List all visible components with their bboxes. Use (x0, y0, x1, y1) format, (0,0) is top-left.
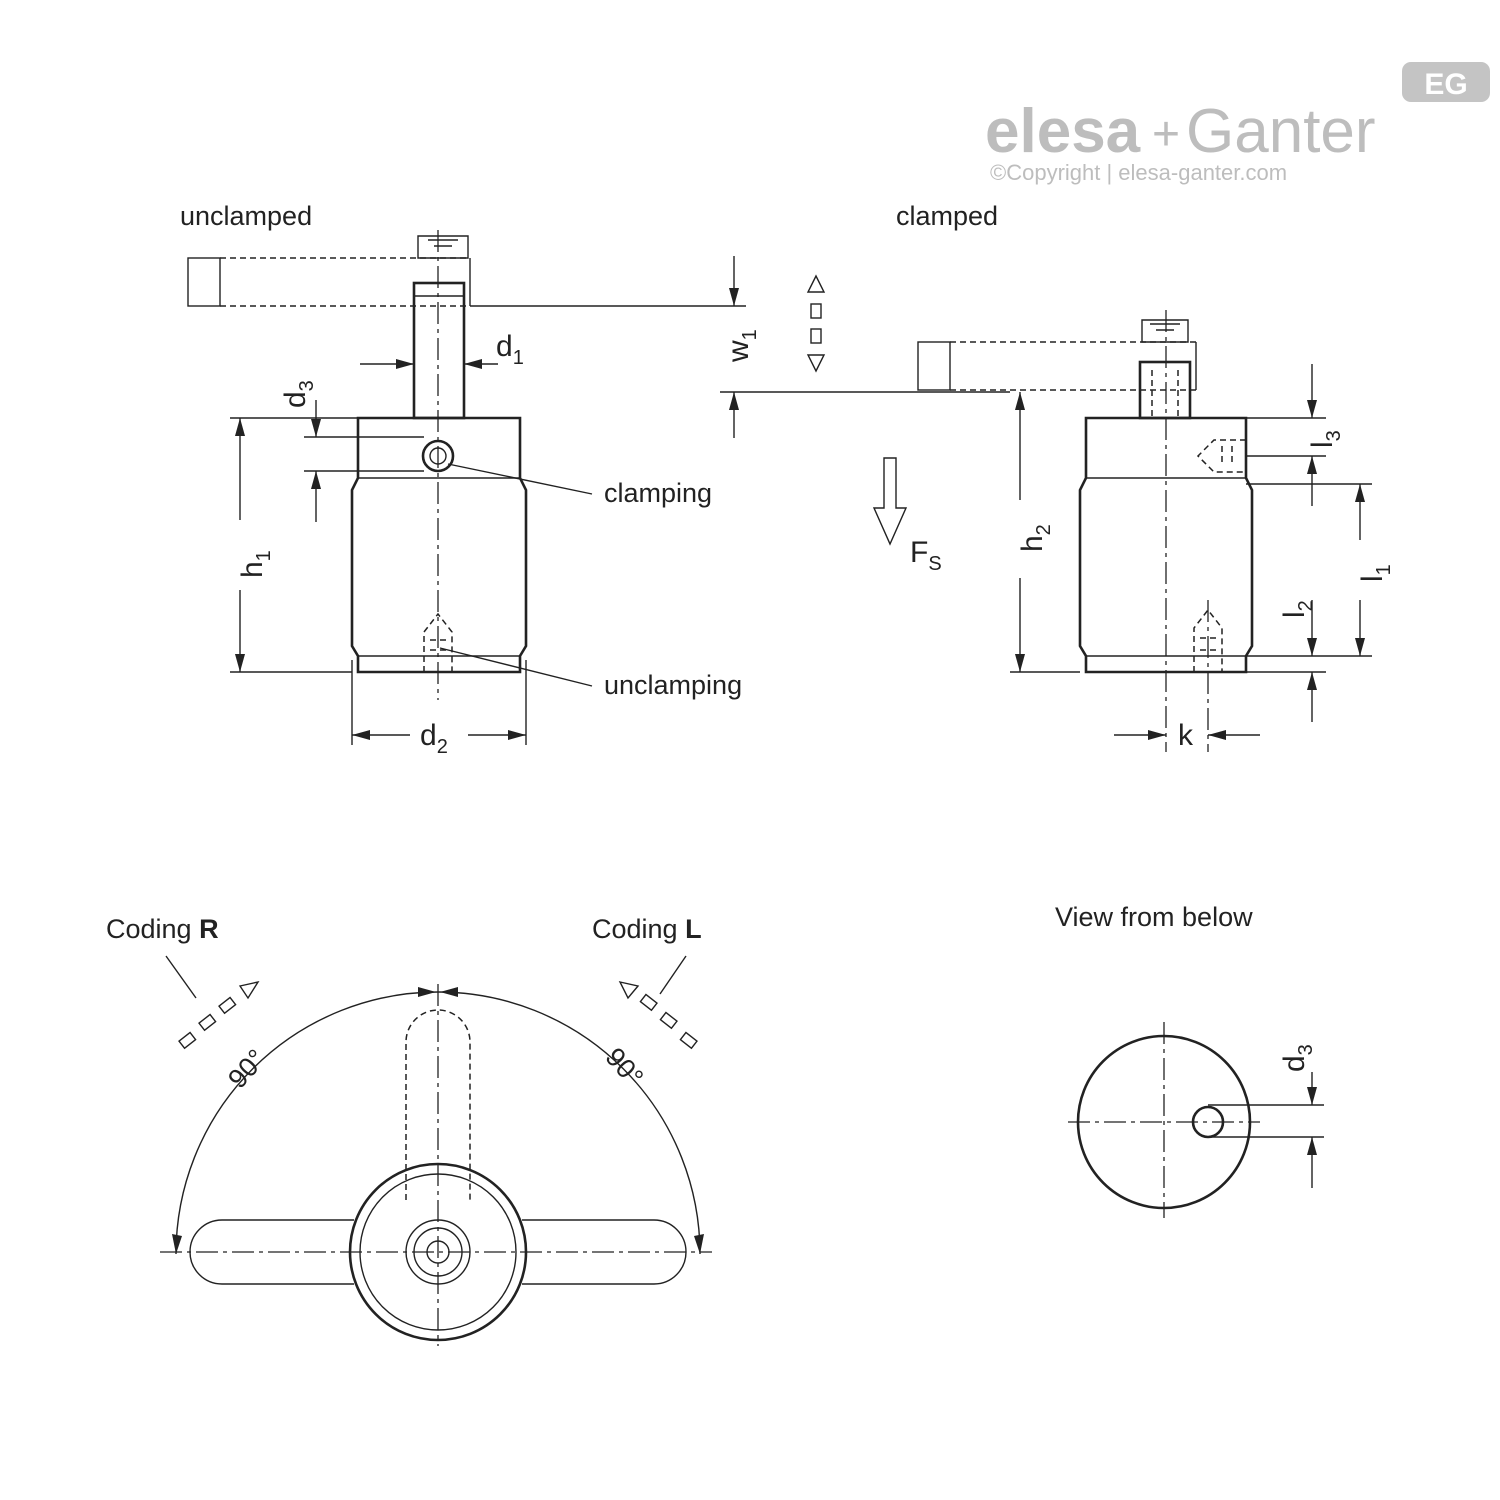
angle-label-right: 90° (600, 1042, 650, 1092)
dim-fs: FS (910, 536, 942, 575)
clamped-clamping-port (1196, 439, 1246, 473)
dim-l2: l2 (1278, 600, 1317, 618)
brand-plus: + (1152, 108, 1180, 161)
callout-unclamping: unclamping (604, 670, 742, 700)
top-view: Coding R Coding L 90° 90° (106, 914, 712, 1346)
force-arrow-icon (872, 457, 908, 546)
callout-clamping: clamping (604, 478, 712, 508)
clamped-lever-tip (917, 341, 951, 391)
stroke-dimension: w1 FS (470, 256, 1010, 575)
coding-r-indicator (178, 980, 260, 1050)
clamped-label: clamped (896, 201, 998, 231)
angle-label-left: 90° (222, 1044, 272, 1094)
clamped-unclamping-port (1193, 608, 1223, 672)
bottom-view: View from below d3 (1055, 902, 1324, 1218)
dim-d3-side: d3 (279, 380, 318, 408)
dim-l1: l1 (1356, 564, 1395, 582)
coding-l-indicator (618, 980, 698, 1050)
unclamped-unclamping-port (423, 612, 453, 672)
coding-l-label: Coding L (592, 914, 702, 944)
dim-d2: d2 (420, 719, 448, 758)
dim-w1: w1 (722, 329, 761, 363)
unclamped-lever-tip (187, 257, 221, 307)
dim-h2: h2 (1016, 524, 1055, 552)
unclamped-body (350, 416, 528, 674)
brand-badge-text: EG (1424, 68, 1467, 101)
unclamped-shaft (412, 281, 466, 420)
brand-name-part1: elesa (985, 97, 1141, 166)
dim-d3-below: d3 (1278, 1044, 1317, 1072)
brand-name-part2: Ganter (1186, 97, 1376, 166)
dim-k: k (1178, 719, 1194, 752)
travel-direction-indicator (806, 274, 826, 373)
unclamped-label: unclamped (180, 201, 312, 231)
dim-h1: h1 (236, 550, 275, 578)
clamped-view: clamped h2 l3 (896, 201, 1395, 752)
brand-logo: EG elesa + Ganter ©Copyright | elesa-gan… (985, 62, 1490, 185)
dim-d1: d1 (496, 330, 524, 369)
dim-l3: l3 (1306, 430, 1345, 448)
unclamped-view: unclamped d1 d3 (180, 201, 742, 758)
view-from-below-label: View from below (1055, 902, 1253, 932)
coding-r-label: Coding R (106, 914, 219, 944)
brand-badge-box (1402, 62, 1490, 102)
brand-copyright: ©Copyright | elesa-ganter.com (990, 160, 1287, 185)
